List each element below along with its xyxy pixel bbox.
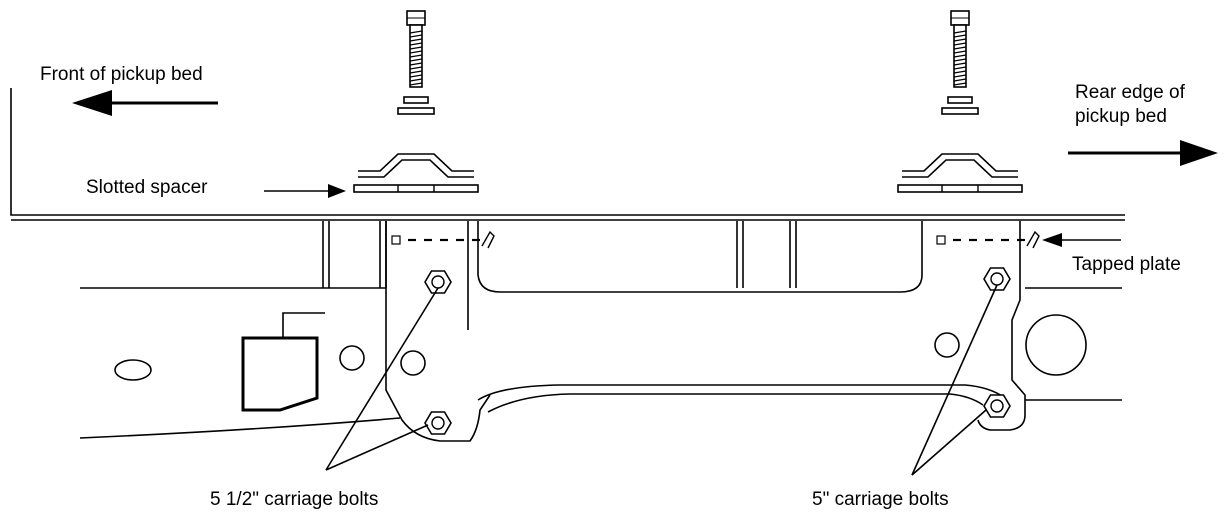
tapped-plate-rear — [935, 230, 1041, 250]
label-rear-edge-line2: pickup bed — [1075, 106, 1167, 127]
front-arrow-icon — [72, 90, 218, 116]
rear-arrow-icon — [1068, 140, 1218, 166]
label-rear-edge-line1: Rear edge of — [1075, 82, 1186, 103]
crossmember-front — [322, 221, 387, 288]
rear-mount-bracket — [977, 221, 1026, 431]
rail-hole-bracket-front — [400, 350, 426, 376]
leader-lines-short-bolts — [911, 284, 998, 476]
spacer-pointer-arrow-icon — [264, 184, 346, 198]
label-long-carriage-bolts: 5 1/2" carriage bolts — [210, 489, 378, 510]
slotted-spacer-front — [353, 153, 479, 193]
crossmember-middle — [736, 221, 797, 288]
hex-nut-front-upper — [424, 270, 452, 294]
carriage-bolt-front-icon — [397, 10, 435, 115]
hex-nut-rear-lower — [983, 394, 1011, 418]
label-slotted-spacer: Slotted spacer — [86, 177, 208, 198]
front-mount-bracket — [385, 221, 491, 442]
hex-nut-front-lower — [424, 411, 452, 435]
rail-slot-hole — [114, 359, 152, 381]
label-tapped-plate: Tapped plate — [1072, 254, 1181, 275]
leader-lines-long-bolts — [325, 287, 439, 471]
bed-front-wall — [10, 88, 1125, 216]
label-short-carriage-bolts: 5" carriage bolts — [812, 489, 949, 510]
rail-hole-bracket-rear — [934, 332, 960, 358]
slotted-spacer-rear — [897, 153, 1023, 193]
plate-pointer-arrow-icon — [1042, 233, 1121, 247]
rail-hole-front — [339, 345, 365, 371]
rail-hole-large — [1025, 314, 1087, 376]
label-front-of-bed: Front of pickup bed — [40, 64, 203, 85]
frame-component — [241, 336, 319, 412]
carriage-bolt-rear-icon — [941, 10, 979, 115]
frame-rail — [79, 287, 1122, 439]
frame-window — [477, 221, 923, 293]
